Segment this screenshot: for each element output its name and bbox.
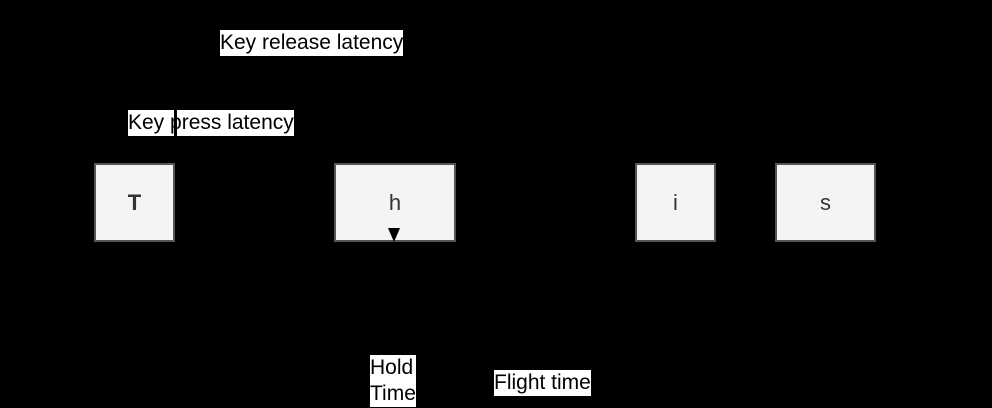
key-glyph-h: h (388, 189, 402, 215)
label-flight-time: Flight time (494, 370, 591, 396)
label-hold-time: Hold Time (370, 355, 416, 407)
key-glyph-s: s (820, 189, 831, 215)
key-press-latency-tick (174, 109, 177, 137)
key-box-i[interactable]: i (635, 163, 716, 242)
key-box-s[interactable]: s (775, 163, 876, 242)
label-key-release-latency: Key release latency (220, 30, 404, 56)
key-box-h[interactable]: h (334, 163, 456, 242)
key-box-t[interactable]: T (94, 163, 175, 242)
key-glyph-t: T (127, 189, 142, 215)
label-key-press-latency: Key press latency (128, 110, 294, 136)
key-glyph-i: i (673, 189, 678, 215)
